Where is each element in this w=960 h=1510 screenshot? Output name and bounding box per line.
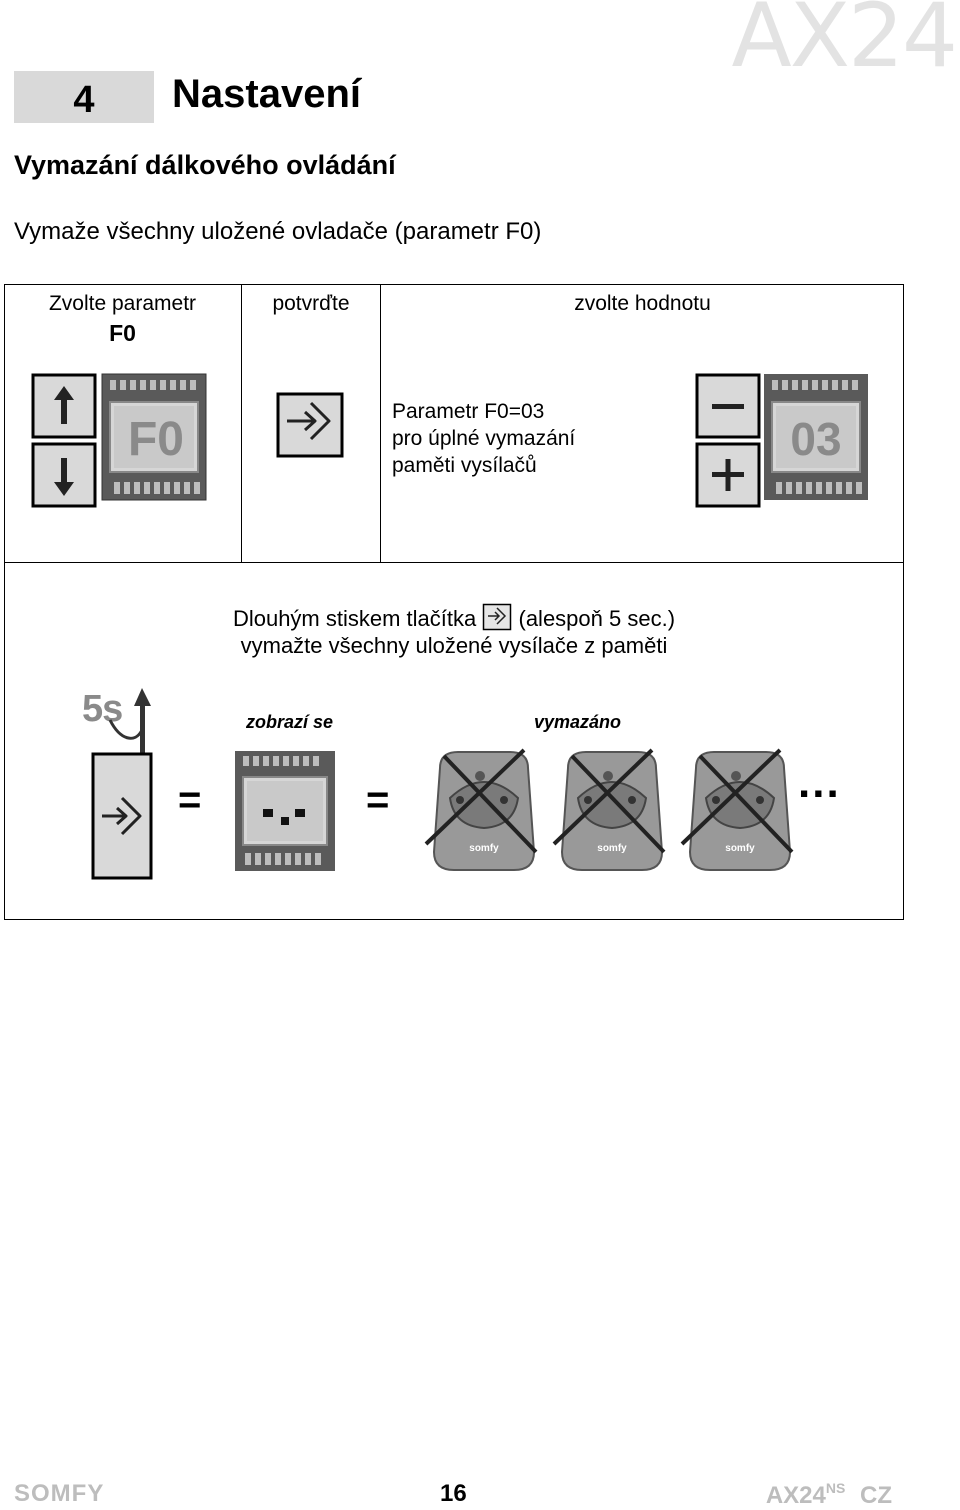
chapter-number-box [14, 71, 154, 123]
enter-button-icon [483, 603, 512, 631]
step-select-param: F0 [109, 320, 136, 346]
svg-text:somfy: somfy [725, 843, 755, 854]
cross-icon [552, 748, 666, 854]
caption-display: zobrazí se [246, 712, 334, 732]
step-select-label: Zvolte parametr [48, 292, 197, 315]
cross-icon [680, 748, 794, 854]
press-arrow-icon [108, 719, 144, 740]
plus-button[interactable] [695, 442, 761, 508]
arrow-up-button[interactable] [31, 373, 97, 439]
enter-arrow-icon [287, 401, 331, 441]
display-text-03: 03 [790, 413, 842, 465]
chapter-number: 4 [73, 78, 95, 121]
page-number: 16 [440, 1480, 467, 1507]
equals-sign-2: = [366, 778, 390, 822]
chapter-title: Nastavení [172, 72, 361, 116]
svg-text:somfy: somfy [469, 843, 499, 854]
plus-icon [712, 459, 744, 491]
select-value-graphic [695, 373, 868, 508]
equals-sign-1: = [178, 778, 202, 822]
procedure-panel [4, 284, 904, 920]
confirm-button[interactable] [275, 391, 345, 459]
remote-erased-2: somfy [552, 748, 666, 871]
remote-erased-3: somfy [680, 748, 794, 871]
svg-text:somfy: somfy [597, 843, 627, 854]
cross-icon [424, 748, 538, 854]
remote-logo: somfy [469, 843, 499, 854]
instruction-line-2: vymažte všechny uložené vysílače z pamět… [240, 633, 668, 658]
display-module-f0 [101, 373, 207, 501]
long-press-button-graphic [91, 688, 153, 880]
display-dash-symbol [263, 809, 305, 825]
instruction-line-1: Dlouhým stiskem tlačítka (alespoň 5 sec.… [4, 603, 904, 632]
note-line-2: pro úplné vymazání [392, 427, 576, 450]
minus-icon [712, 404, 744, 409]
hold-time-label: 5s [82, 688, 123, 730]
select-parameter-graphic [31, 373, 207, 508]
step-value-label: zvolte hodnotu [574, 292, 711, 315]
enter-arrow-icon [102, 796, 142, 836]
remote-logo: somfy [725, 843, 755, 854]
brand-watermark: AX24 [731, 0, 958, 87]
parameter-note: Parametr F0=03 pro úplné vymazání paměti… [392, 398, 575, 479]
ellipsis: ... [798, 758, 841, 807]
note-line-3: paměti vysílačů [392, 454, 537, 477]
remote-logo: somfy [597, 843, 627, 854]
step-divider-2 [380, 284, 381, 562]
step-divider-1 [241, 284, 242, 562]
footer-brand: SOMFY [14, 1480, 105, 1507]
minus-button[interactable] [695, 373, 761, 439]
arrow-up-icon [54, 386, 74, 424]
display-module-03 [764, 374, 868, 500]
step-confirm-label: potvrďte [272, 292, 350, 315]
panel-divider [4, 562, 904, 563]
remote-erased-1: somfy [424, 748, 538, 871]
section-description: Vymaže všechny uložené ovladače (paramet… [14, 218, 542, 245]
footer-model: AX24NS CZ [765, 1480, 892, 1509]
display-text-f0: F0 [127, 412, 184, 466]
note-line-1: Parametr F0=03 [392, 400, 545, 423]
section-title: Vymazání dálkového ovládání [14, 150, 396, 180]
display-module-erasing [235, 751, 335, 871]
arrow-down-button[interactable] [31, 442, 97, 508]
long-press-instruction: Dlouhým stiskem tlačítka (alespoň 5 sec.… [4, 603, 904, 659]
arrow-down-icon [54, 458, 74, 496]
caption-erased: vymazáno [534, 712, 622, 732]
